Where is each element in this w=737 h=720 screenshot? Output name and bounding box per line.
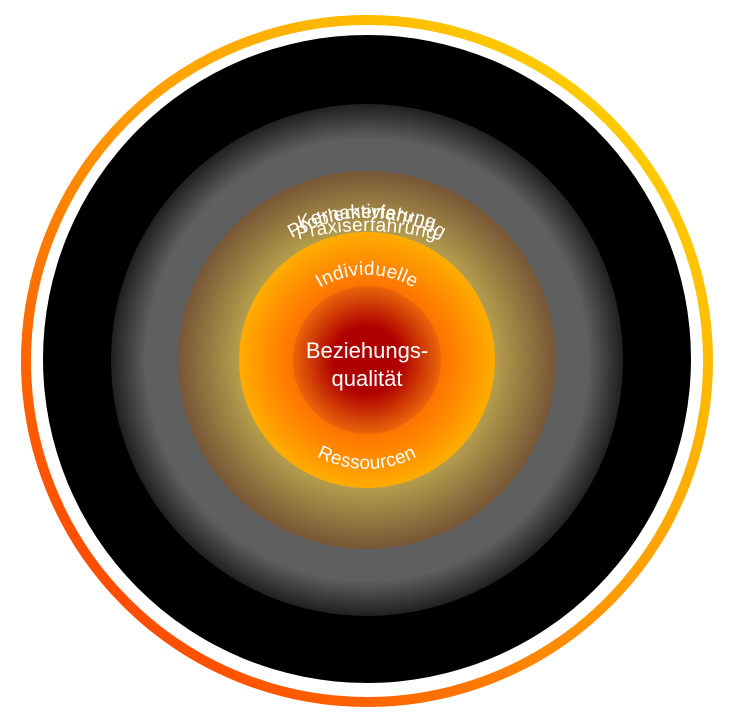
outer-gradient-ring bbox=[21, 15, 713, 707]
label-qualitaet: qualität bbox=[332, 366, 403, 391]
layer-beziehungsqualitaet bbox=[293, 286, 441, 434]
label-beziehungs: Beziehungs- bbox=[306, 338, 428, 363]
